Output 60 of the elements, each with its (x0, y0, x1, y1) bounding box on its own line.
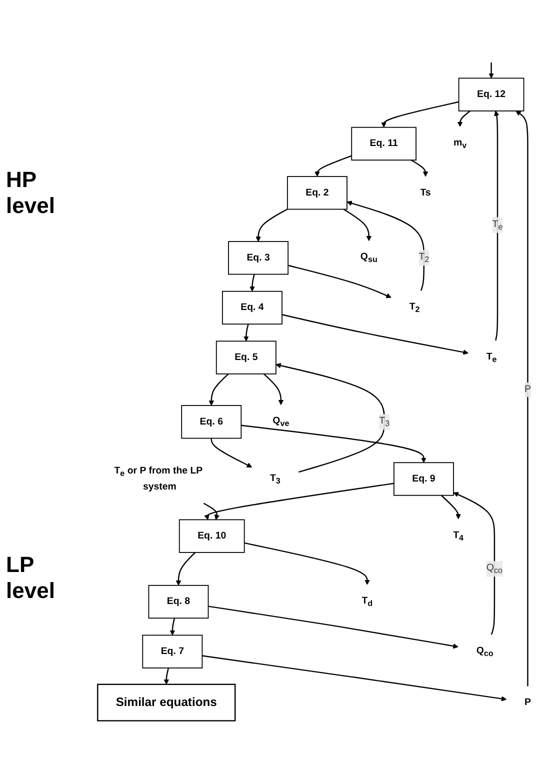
node-text: m$_{v}$ (453, 138, 467, 150)
arrow (276, 362, 385, 473)
node-box: Eq. 7 (142, 634, 203, 668)
arrow (208, 606, 458, 649)
edge-label: T$_{3}$ (379, 416, 390, 428)
arrow (381, 101, 459, 128)
arrow (282, 314, 468, 355)
edge-label: P (524, 384, 531, 395)
level-label: LP level (6, 552, 56, 604)
node-box: Eq. 3 (228, 241, 289, 275)
node-box: Eq. 2 (286, 176, 348, 210)
node-box: Eq. 6 (181, 405, 242, 439)
edge-label: T$_{e}$ (492, 218, 503, 232)
node-text: T$_{d}$ (362, 596, 373, 608)
arrow (410, 160, 428, 177)
node-text: Q$_{co}$ (476, 645, 494, 658)
arrow (164, 668, 170, 685)
node-box: Eq. 9 (393, 462, 454, 496)
arrow (314, 155, 352, 177)
arrow (250, 274, 255, 292)
arrow (241, 424, 426, 463)
arrow (516, 110, 528, 686)
arrow (440, 494, 461, 520)
arrow (210, 438, 252, 468)
node-box: Eq. 10 (178, 519, 245, 553)
node-text: Q$_{su}$ (360, 252, 378, 264)
arrow (343, 208, 372, 242)
arrow (256, 208, 288, 242)
arrow (170, 618, 176, 636)
arrow (244, 324, 249, 342)
arrow (288, 264, 392, 298)
arrow (457, 110, 471, 127)
edge-label: Q$_{co}$ (486, 562, 502, 576)
node-text: T$_{4}$ (453, 530, 464, 542)
node-box: Similar equations (97, 684, 236, 722)
node-text: Q$_{ve}$ (272, 416, 290, 428)
arrow (208, 373, 229, 406)
node-box: Eq. 4 (222, 290, 282, 325)
node-box: Eq. 11 (351, 126, 416, 161)
node-box: Eq. 12 (458, 78, 524, 112)
arrow (244, 542, 370, 585)
node-box: Eq. 5 (216, 340, 276, 374)
arrow (202, 655, 507, 702)
arrow (488, 62, 494, 78)
edge-label: T$_{2}$ (418, 252, 430, 264)
node-text: Ts (420, 187, 431, 198)
node-box: Eq. 8 (148, 584, 209, 619)
arrow (204, 482, 394, 520)
arrow (494, 110, 500, 341)
arrow (453, 492, 496, 635)
arrow (346, 200, 425, 291)
node-text: T$_{2}$ (409, 302, 420, 314)
node-text: T$_{e}$ (486, 351, 497, 364)
level-label: HP level (6, 166, 56, 219)
node-text: P (524, 697, 531, 708)
arrow (263, 373, 284, 406)
node-text: T$_{3}$ (270, 472, 280, 486)
arrow (176, 552, 196, 586)
arrow (203, 502, 220, 520)
node-text: T$_{e}$ or P from the LP system (114, 466, 202, 492)
